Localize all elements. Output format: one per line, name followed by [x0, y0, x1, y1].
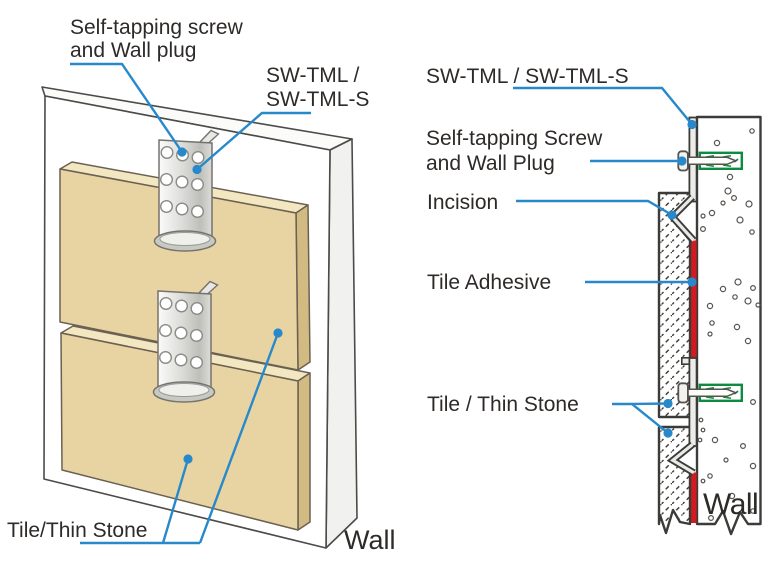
- label-screw-plug-section: Self-tapping Screw and Wall Plug: [426, 126, 602, 176]
- leader-dots-section: [663, 119, 697, 438]
- leader-lines-section: [513, 86, 693, 434]
- label-wall-section: Wall: [703, 488, 759, 521]
- wall-aggregate-dots: [697, 128, 761, 521]
- label-bracket-section: SW-TML / SW-TML-S: [426, 65, 629, 88]
- label-bracket-3d-line1: SW-TML /: [266, 64, 360, 87]
- leader-lines-3d: [70, 62, 311, 545]
- label-tile-3d: Tile/Thin Stone: [7, 519, 148, 542]
- bracket-lower-3d: [152, 280, 219, 403]
- screw-plug-upper: [677, 150, 743, 172]
- bracket-upper-section: [667, 116, 698, 243]
- label-adhesive: Tile Adhesive: [427, 271, 552, 294]
- label-incision: Incision: [427, 191, 499, 214]
- label-screw-plug-3d-line1: Self-tapping screw: [70, 16, 243, 39]
- screw-plug-lower: [677, 382, 743, 404]
- bracket-lower-section: [666, 356, 698, 476]
- label-tile-section: Tile / Thin Stone: [427, 393, 579, 416]
- leader-incision: [516, 199, 673, 217]
- bracket-upper-3d: [153, 129, 220, 252]
- label-bracket-3d: SW-TML / SW-TML-S: [266, 64, 369, 112]
- leader-bracket-sec: [513, 86, 693, 126]
- leader-dots-3d: [177, 147, 283, 464]
- tile-upper-3d: [59, 161, 311, 371]
- tile-adhesive: [690, 240, 697, 523]
- wall-section: [695, 115, 762, 536]
- label-screw-plug-3d: Self-tapping screw and Wall plug: [70, 16, 243, 62]
- leader-screw-plug-3d: [70, 62, 183, 153]
- leader-tile-sec: [612, 402, 669, 434]
- leader-tile-3d: [80, 332, 280, 545]
- leader-bracket-3d: [196, 111, 311, 171]
- label-bracket-3d-line2: SW-TML-S: [266, 88, 370, 111]
- label-screw-plug-section-line1: Self-tapping Screw: [426, 127, 603, 150]
- tile-lower-section: [657, 425, 692, 535]
- label-screw-plug-section-line2: and Wall Plug: [426, 152, 555, 175]
- label-wall-3d: Wall: [344, 525, 396, 555]
- label-screw-plug-3d-line2: and Wall plug: [70, 39, 197, 62]
